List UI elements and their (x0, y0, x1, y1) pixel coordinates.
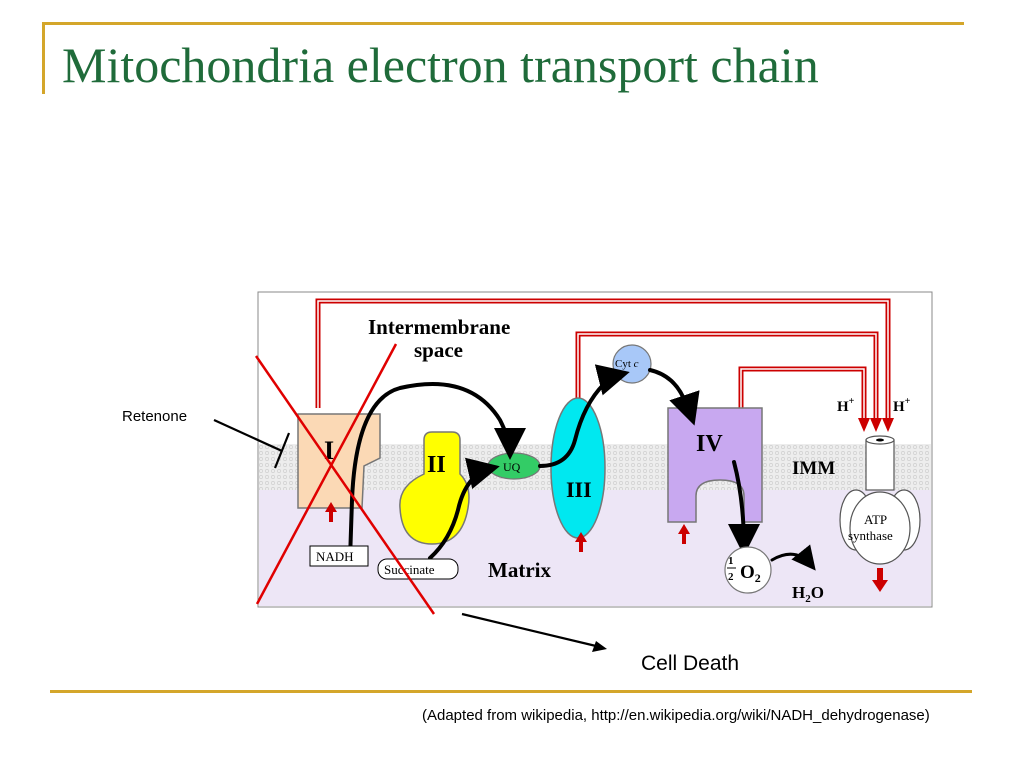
electron-flow (348, 364, 816, 571)
complex-i-label: I (324, 436, 334, 465)
inhibition-cross (254, 343, 436, 615)
proton-plus-right: + (905, 396, 911, 407)
svg-text:Cyt c: Cyt c (615, 358, 639, 370)
cytc-italic: c (634, 358, 639, 370)
succinate-label: Succinate (384, 562, 435, 577)
succinate-box: Succinate (377, 558, 459, 580)
complex-ii: II (399, 431, 470, 545)
o2-numerator: 1 (728, 555, 734, 567)
proton-label-right: H (893, 399, 905, 415)
proton-label-left: H (837, 399, 849, 415)
imm-label: IMM (792, 458, 835, 479)
cell-death-arrow (461, 612, 607, 652)
h2o-h: H (792, 583, 805, 602)
svg-text:H+: H+ (837, 396, 855, 415)
atp-label-2: synthase (848, 528, 893, 543)
cell-death-label: Cell Death (641, 652, 740, 675)
citation: (Adapted from wikipedia, http://en.wikip… (422, 707, 930, 724)
intermembrane-label-2: space (414, 338, 463, 362)
complex-iii: III (550, 397, 606, 539)
proton-arrowheads (858, 418, 894, 432)
slide-title: Mitochondria electron transport chain (62, 37, 819, 93)
svg-text:O2: O2 (740, 562, 761, 585)
title-rule-top (42, 22, 964, 25)
ubiquinone-label: UQ (503, 460, 521, 474)
retenone-inhibitor (213, 418, 291, 469)
h2o-o: O (811, 583, 824, 602)
cytc-label: Cyt (615, 358, 631, 370)
proton-plus-left: + (849, 396, 855, 407)
proton-pathways-inner (317, 300, 889, 420)
o2-sub: 2 (755, 571, 761, 585)
atp-label-1: ATP (864, 512, 887, 527)
proton-pump-arrows (325, 502, 690, 552)
title-rule-left (42, 22, 45, 94)
h2o-sub: 2 (805, 593, 811, 605)
retenone-label: Retenone (122, 408, 188, 425)
complex-iii-label: III (566, 477, 592, 502)
intermembrane-label-1: Intermembrane (368, 315, 510, 339)
oxygen: 1 2 O2 (724, 546, 772, 594)
matrix-label: Matrix (488, 558, 551, 582)
nadh-label: NADH (316, 549, 354, 564)
svg-text:H+: H+ (893, 396, 911, 415)
ubiquinone: UQ (487, 452, 541, 480)
svg-text:H2O: H2O (792, 583, 824, 605)
complex-iv: IV (667, 407, 763, 523)
o2-label: O (740, 562, 755, 583)
complex-ii-label: II (427, 452, 446, 478)
nadh-box: NADH (309, 545, 369, 567)
atp-synthase: ATP synthase (839, 435, 921, 592)
o2-denominator: 2 (728, 571, 734, 583)
complex-iv-label: IV (696, 431, 723, 457)
footer-rule (50, 690, 972, 693)
cytochrome-c: Cyt c (612, 344, 652, 384)
